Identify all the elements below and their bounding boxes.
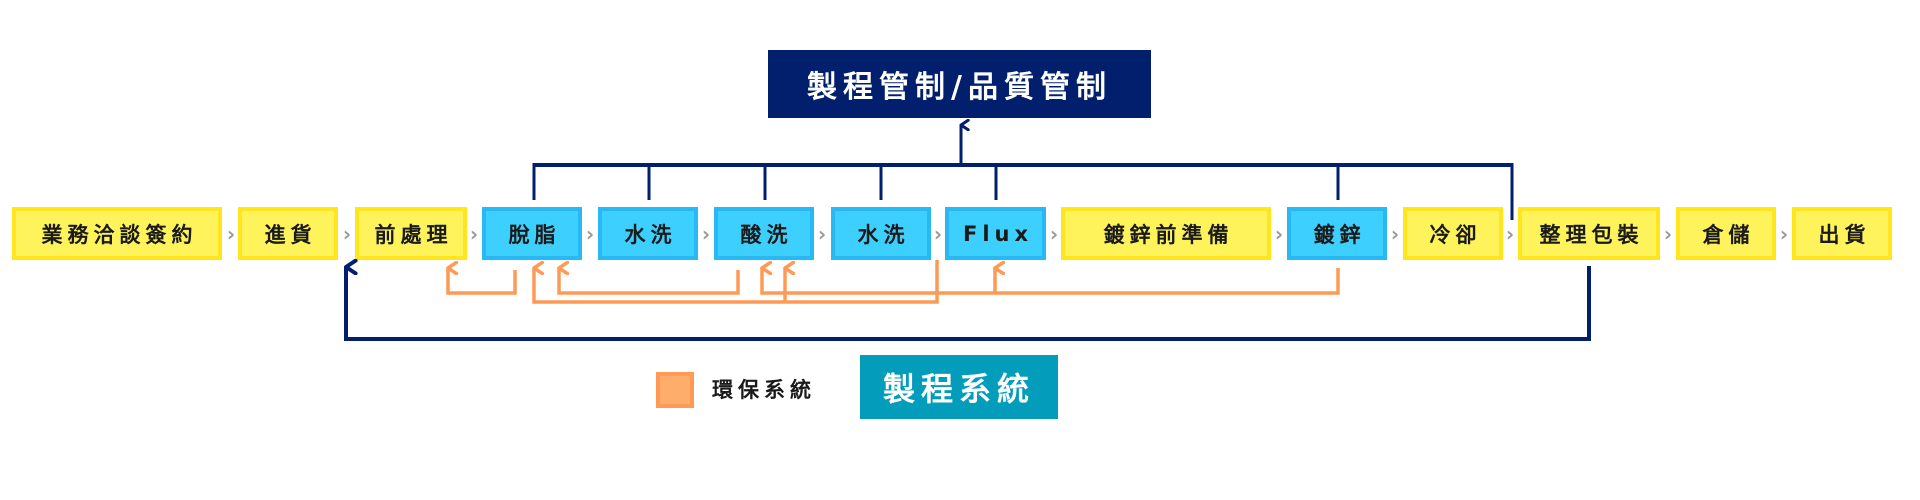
step-cooling: 冷卻 xyxy=(1403,207,1503,260)
env-link-pickling-to-rinse xyxy=(557,268,740,295)
env-link-degreasing-to-pretreatment xyxy=(446,268,517,295)
env-link-galvanizing-to-pickling xyxy=(760,268,1340,295)
step-label: 冷卻 xyxy=(1429,222,1482,247)
step-label: 鍍鋅 xyxy=(1313,222,1366,247)
step-warehousing: 倉儲 xyxy=(1676,207,1776,260)
chevron-right-icon: › xyxy=(1390,222,1400,246)
step-rinse-2: 水洗 xyxy=(831,207,931,260)
chevron-right-icon: › xyxy=(1505,222,1515,246)
process-quality-control-label: 製程管制/品質管制 xyxy=(807,70,1112,105)
chevron-right-icon: › xyxy=(1779,222,1789,246)
step-label: 整理包裝 xyxy=(1539,222,1644,247)
step-label: 水洗 xyxy=(624,222,677,247)
step-finishing-packaging: 整理包裝 xyxy=(1518,207,1660,260)
step-label: 出貨 xyxy=(1818,222,1871,247)
step-label: 倉儲 xyxy=(1702,222,1755,247)
step-degreasing: 脫脂 xyxy=(482,207,582,260)
chevron-right-icon: › xyxy=(226,222,236,246)
chevron-right-icon: › xyxy=(817,222,827,246)
env-link-rinse2-to-degreasing xyxy=(532,260,939,304)
chevron-right-icon: › xyxy=(342,222,352,246)
step-galvanizing: 鍍鋅 xyxy=(1287,207,1387,260)
step-business-negotiation: 業務洽談簽約 xyxy=(12,207,222,260)
chevron-right-icon: › xyxy=(1274,222,1284,246)
step-flux: Flux xyxy=(945,207,1046,260)
step-label: 鍍鋅前準備 xyxy=(1103,222,1234,247)
feedback-loop-line xyxy=(344,266,1591,341)
step-label: Flux xyxy=(962,221,1034,246)
environmental-links xyxy=(446,260,1340,304)
chevron-right-icon: › xyxy=(701,222,711,246)
process-quality-control-box: 製程管制/品質管制 xyxy=(768,50,1151,118)
step-label: 脫脂 xyxy=(508,222,561,247)
legend-process-label: 製程系統 xyxy=(882,370,1035,408)
step-label: 水洗 xyxy=(857,222,910,247)
chevron-right-icon: › xyxy=(469,222,479,246)
step-shipping: 出貨 xyxy=(1792,207,1892,260)
step-label: 前處理 xyxy=(374,222,453,247)
control-bus xyxy=(532,125,1514,220)
step-pretreatment: 前處理 xyxy=(355,207,467,260)
legend-process-system: 製程系統 xyxy=(860,355,1058,419)
chevron-right-icon: › xyxy=(585,222,595,246)
chevron-right-icon: › xyxy=(1663,222,1673,246)
step-label: 進貨 xyxy=(264,222,317,247)
step-rinse-1: 水洗 xyxy=(598,207,698,260)
step-label: 業務洽談簽約 xyxy=(41,222,198,247)
step-incoming-goods: 進貨 xyxy=(238,207,338,260)
step-pre-galvanizing-prep: 鍍鋅前準備 xyxy=(1061,207,1271,260)
chevron-right-icon: › xyxy=(1049,222,1059,246)
chevron-right-icon: › xyxy=(933,222,943,246)
step-label: 酸洗 xyxy=(740,222,793,247)
legend-env-label: 環保系統 xyxy=(712,378,816,402)
legend-env-swatch xyxy=(656,372,694,408)
step-pickling: 酸洗 xyxy=(714,207,814,260)
